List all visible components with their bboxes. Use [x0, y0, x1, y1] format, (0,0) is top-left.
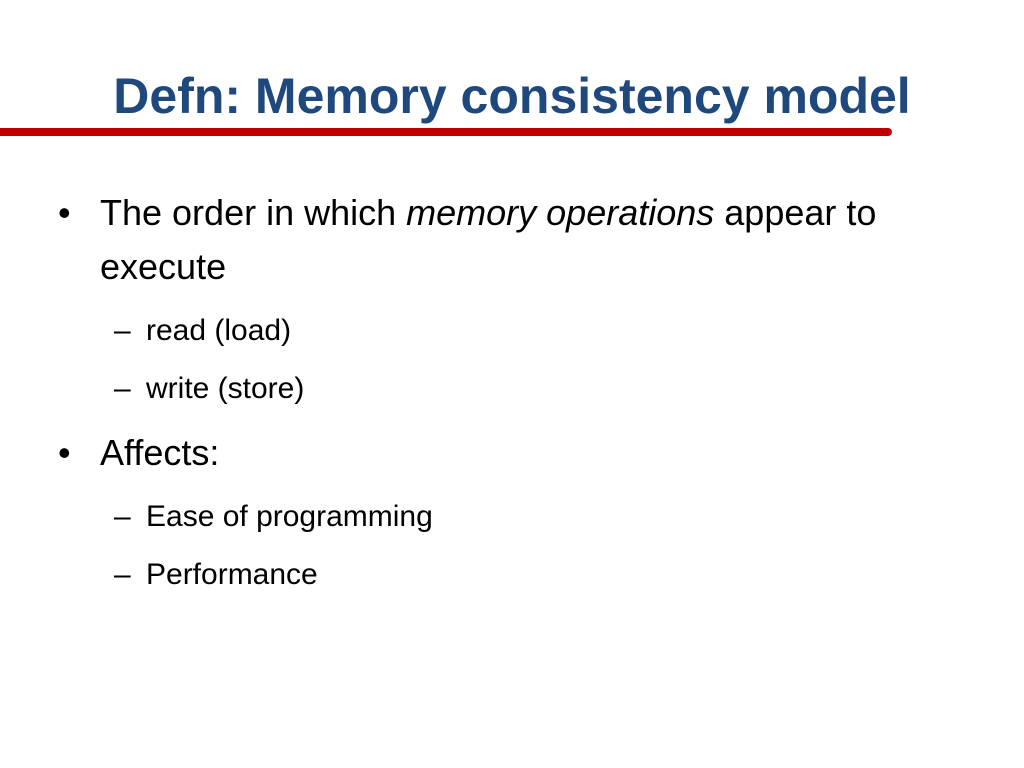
bullet-text-emphasis: memory operations: [406, 192, 715, 233]
sub-bullet-text: Performance: [146, 558, 318, 591]
sub-bullet-list: – read (load) – write (store): [58, 302, 978, 418]
slide-body: • The order in which memory operations a…: [58, 186, 978, 612]
sub-bullet-item: – Ease of programming: [58, 488, 978, 546]
dash-marker: –: [114, 500, 131, 533]
title-underline-rule: [0, 128, 892, 136]
bullet-marker: •: [58, 432, 71, 473]
slide-title: Defn: Memory consistency model: [113, 68, 911, 124]
bullet-text-before: The order in which: [100, 192, 407, 233]
sub-bullet-item: – read (load): [58, 302, 978, 360]
bullet-marker: •: [58, 192, 71, 233]
sub-bullet-item: – write (store): [58, 360, 978, 418]
sub-bullet-item: – Performance: [58, 546, 978, 604]
sub-bullet-text: read (load): [146, 314, 292, 347]
bullet-item: • The order in which memory operations a…: [58, 186, 978, 294]
sub-bullet-text: Ease of programming: [146, 500, 433, 533]
dash-marker: –: [114, 372, 131, 405]
sub-bullet-text: write (store): [146, 372, 305, 405]
dash-marker: –: [114, 314, 131, 347]
bullet-text-before: Affects:: [100, 432, 220, 473]
dash-marker: –: [114, 558, 131, 591]
bullet-item: • Affects:: [58, 426, 978, 480]
sub-bullet-list: – Ease of programming – Performance: [58, 488, 978, 604]
bullet-text-after: appear to execute: [100, 192, 877, 287]
